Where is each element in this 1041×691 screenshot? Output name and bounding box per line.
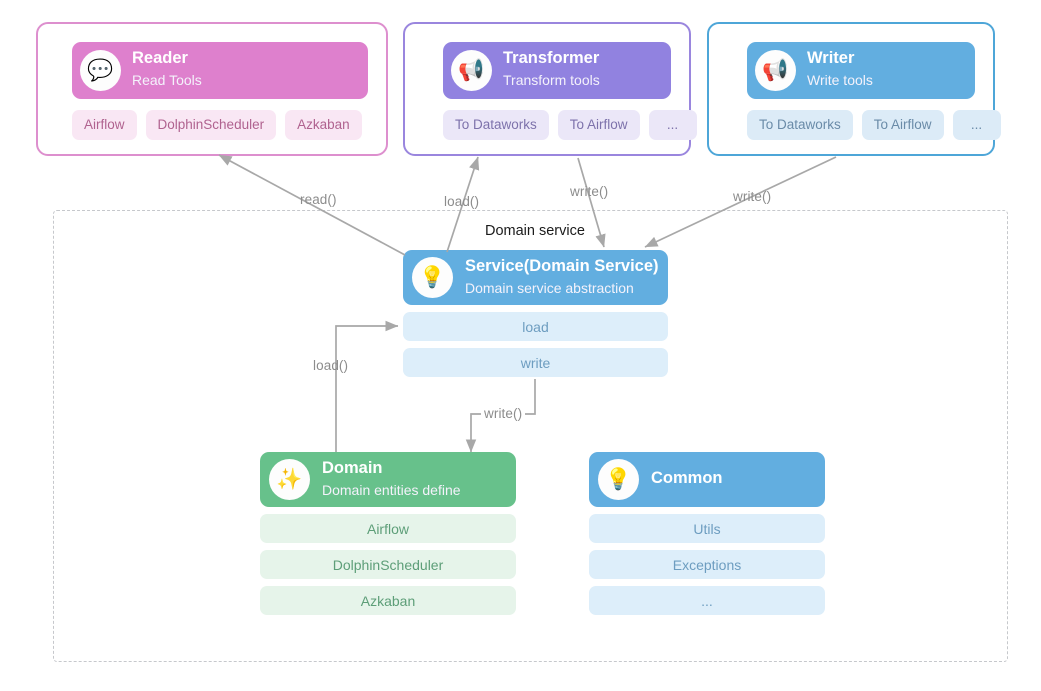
common-title: Common — [651, 469, 723, 487]
edge-label-write-domain: write() — [481, 406, 526, 421]
writer-chip-to-dataworks[interactable]: To Dataworks — [747, 110, 853, 140]
reader-chip-list: Airflow DolphinScheduler Azkaban — [72, 110, 368, 140]
edge-label-load-domain: load() — [313, 358, 349, 373]
transformer-chip-to-airflow[interactable]: To Airflow — [557, 110, 640, 140]
common-row-utils[interactable]: Utils — [589, 514, 825, 543]
service-title: Service(Domain Service) — [465, 257, 659, 275]
writer-chip-to-airflow[interactable]: To Airflow — [861, 110, 944, 140]
common-header: 💡 Common — [589, 452, 825, 507]
writer-subtitle: Write tools — [807, 72, 873, 88]
transformer-title: Transformer — [503, 49, 600, 67]
transformer-chip-to-dataworks[interactable]: To Dataworks — [443, 110, 549, 140]
domain-service-container — [53, 210, 1008, 662]
reader-chip-airflow[interactable]: Airflow — [72, 110, 137, 140]
reader-title: Reader — [132, 49, 188, 67]
common-row-exceptions[interactable]: Exceptions — [589, 550, 825, 579]
tool-card-reader[interactable]: 💬 Reader Read Tools Airflow DolphinSched… — [36, 22, 388, 156]
service-row-write[interactable]: write — [403, 348, 668, 377]
writer-chip-more[interactable]: ... — [952, 110, 1001, 140]
lightbulb-icon: 💡 — [598, 459, 639, 500]
common-row-more[interactable]: ... — [589, 586, 825, 615]
domain-service-label: Domain service — [480, 223, 590, 239]
edge-label-write-writer: write() — [733, 189, 772, 204]
domain-subtitle: Domain entities define — [322, 482, 461, 498]
speech-bubble-icon: 💬 — [80, 50, 121, 91]
module-service[interactable]: 💡 Service(Domain Service) Domain service… — [403, 250, 668, 377]
tool-card-writer[interactable]: 📢 Writer Write tools To Dataworks To Air… — [707, 22, 1001, 156]
tool-card-transformer[interactable]: 📢 Transformer Transform tools To Datawor… — [403, 22, 697, 156]
service-subtitle: Domain service abstraction — [465, 280, 634, 296]
edge-label-read: read() — [300, 192, 337, 207]
domain-title: Domain — [322, 459, 383, 477]
domain-row-azkaban[interactable]: Azkaban — [260, 586, 516, 615]
edge-label-load-top: load() — [444, 194, 480, 209]
edge-label-write-transformer: write() — [570, 184, 609, 199]
module-domain[interactable]: ✨ Domain Domain entities define Airflow … — [260, 452, 516, 615]
transformer-chip-more[interactable]: ... — [648, 110, 697, 140]
service-header: 💡 Service(Domain Service) Domain service… — [403, 250, 668, 305]
writer-title: Writer — [807, 49, 855, 67]
sparkles-icon: ✨ — [269, 459, 310, 500]
service-row-load[interactable]: load — [403, 312, 668, 341]
reader-subtitle: Read Tools — [132, 72, 202, 88]
domain-row-dolphinscheduler[interactable]: DolphinScheduler — [260, 550, 516, 579]
reader-chip-dolphinscheduler[interactable]: DolphinScheduler — [145, 110, 277, 140]
writer-card-header: 📢 Writer Write tools — [747, 42, 975, 99]
megaphone-icon: 📢 — [451, 50, 492, 91]
transformer-subtitle: Transform tools — [503, 72, 600, 88]
domain-row-airflow[interactable]: Airflow — [260, 514, 516, 543]
module-common[interactable]: 💡 Common Utils Exceptions ... — [589, 452, 825, 615]
reader-card-header: 💬 Reader Read Tools — [72, 42, 368, 99]
writer-chip-list: To Dataworks To Airflow ... — [747, 110, 1001, 140]
megaphone-icon: 📢 — [755, 50, 796, 91]
transformer-chip-list: To Dataworks To Airflow ... — [443, 110, 697, 140]
domain-header: ✨ Domain Domain entities define — [260, 452, 516, 507]
transformer-card-header: 📢 Transformer Transform tools — [443, 42, 671, 99]
reader-chip-azkaban[interactable]: Azkaban — [285, 110, 362, 140]
lightbulb-icon: 💡 — [412, 257, 453, 298]
